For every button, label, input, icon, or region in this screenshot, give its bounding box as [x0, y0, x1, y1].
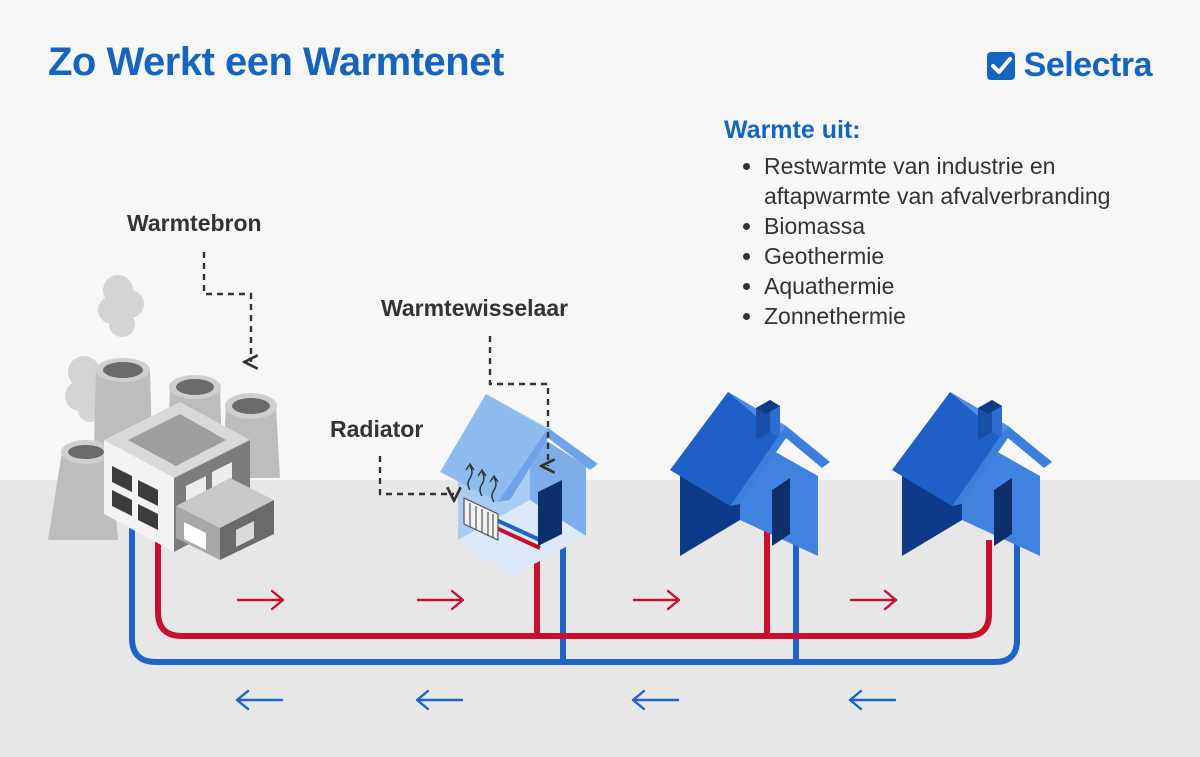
arrow-left-icon [848, 689, 897, 711]
heat-sources-title: Warmte uit: [724, 116, 861, 144]
house [670, 392, 830, 556]
brand-logo: Selectra [986, 46, 1153, 85]
cooling-tower [48, 440, 118, 540]
list-item: Aquathermie [764, 271, 1164, 301]
page-title: Zo Werkt een Warmtenet [48, 40, 504, 84]
heat-exchanger [538, 480, 562, 546]
brand-name: Selectra [1023, 46, 1153, 84]
warmtewisselaar-label: Warmtewisselaar [381, 295, 569, 321]
arrow-right-icon [236, 589, 285, 611]
return-flow-arrows [235, 689, 897, 711]
list-item: Biomassa [764, 211, 1164, 241]
heat-sources-list: Restwarmte van industrie en aftapwarmte … [724, 151, 1164, 331]
list-item: Geothermie [764, 241, 1164, 271]
radiator-icon [463, 497, 499, 541]
arrow-right-icon [632, 589, 681, 611]
arrow-left-icon [235, 689, 284, 711]
warmtewisselaar-leader-line [488, 336, 548, 466]
heat-waves-icon [465, 462, 499, 503]
arrow-left-icon [415, 689, 464, 711]
house-with-radiator [440, 394, 598, 576]
list-item: Zonnethermie [764, 301, 1164, 331]
return-pipe [129, 520, 1020, 665]
heat-sources-panel: Warmte uit: Restwarmte van industrie en … [724, 116, 1164, 331]
arrow-right-icon [849, 589, 898, 611]
arrow-right-icon [416, 589, 465, 611]
warmtebron-label: Warmtebron [127, 210, 262, 236]
warmtebron-leader-line [202, 252, 251, 362]
arrow-left-icon [631, 689, 680, 711]
supply-flow-arrows [236, 589, 898, 611]
power-plant-icon [48, 275, 280, 560]
house [892, 392, 1052, 556]
list-item: Restwarmte van industrie en aftapwarmte … [764, 151, 1164, 211]
radiator-leader-line [378, 456, 454, 494]
checkmark-square-icon [986, 51, 1015, 80]
radiator-label: Radiator [330, 416, 424, 442]
